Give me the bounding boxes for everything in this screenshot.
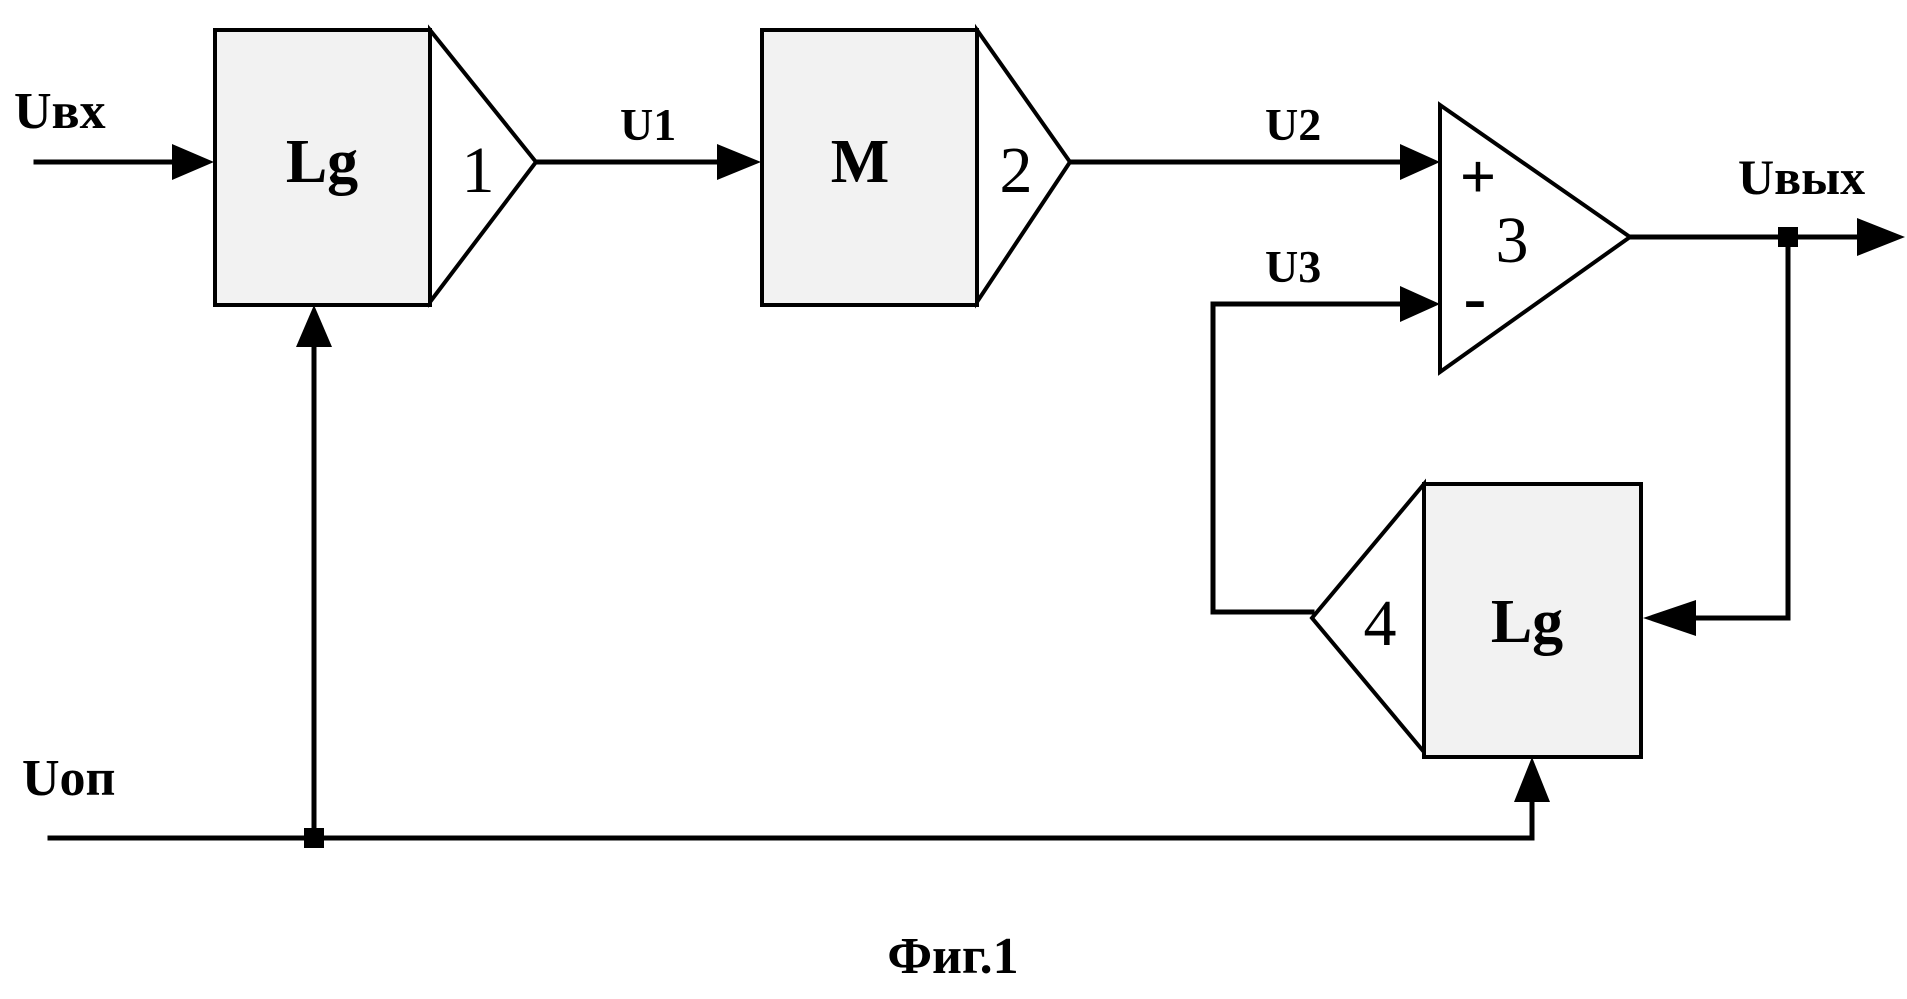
- block-3: + - 3: [1440, 105, 1630, 372]
- wire-feedback-tap: [1692, 237, 1788, 618]
- label-u2: U2: [1265, 99, 1321, 150]
- block-4-label: Lg: [1491, 588, 1563, 656]
- label-u1: U1: [620, 99, 676, 150]
- arrow-block-4-reference: [1514, 757, 1550, 802]
- block-2-label: M: [831, 128, 890, 196]
- block-3-number: 3: [1496, 204, 1529, 277]
- block-2: M 2: [762, 30, 1070, 305]
- label-u-ref: Uоп: [22, 750, 116, 807]
- block-4-number: 4: [1364, 587, 1397, 660]
- figure-caption: Фиг.1: [887, 928, 1018, 985]
- arrow-u1: [717, 144, 761, 180]
- arrow-u3: [1400, 286, 1440, 322]
- block-4: Lg 4: [1312, 484, 1641, 757]
- arrow-u2: [1400, 144, 1440, 180]
- label-u-out: Uвых: [1738, 149, 1865, 205]
- block-3-minus: -: [1464, 259, 1487, 335]
- wire-reference: [50, 800, 1532, 838]
- arrow-input: [172, 144, 214, 180]
- arrow-output: [1857, 218, 1905, 256]
- label-u-in: Uвх: [14, 83, 106, 140]
- block-3-plus: +: [1460, 141, 1496, 212]
- block-1-number: 1: [462, 134, 495, 207]
- block-2-number: 2: [1000, 134, 1033, 207]
- block-1-label: Lg: [286, 128, 358, 196]
- arrow-block-1-reference: [296, 305, 332, 347]
- arrow-block-4-input: [1643, 600, 1696, 636]
- label-u3: U3: [1265, 241, 1321, 292]
- block-1: Lg 1: [215, 30, 536, 305]
